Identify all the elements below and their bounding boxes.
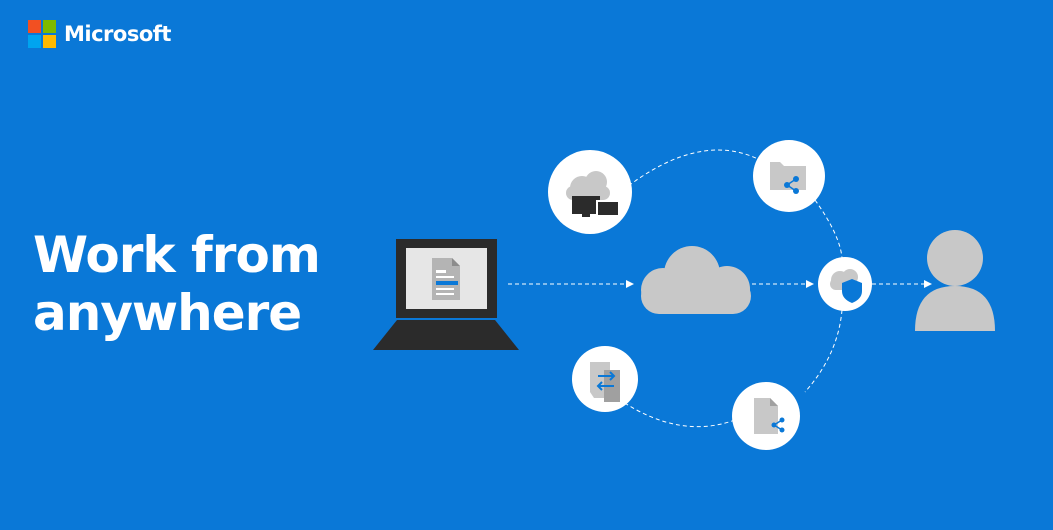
microsoft-logo-icon bbox=[28, 20, 56, 48]
microsoft-logo: Microsoft bbox=[28, 20, 171, 48]
headline-line-1: Work from bbox=[33, 226, 321, 284]
connector-arc-top bbox=[622, 149, 761, 191]
laptop-document-icon bbox=[373, 239, 519, 350]
cloud-devices-icon bbox=[548, 150, 632, 234]
connector-lines bbox=[508, 149, 932, 428]
connector-arc-right-top bbox=[814, 199, 843, 259]
connector-arc-right-bottom bbox=[804, 309, 843, 393]
headline-line-2: anywhere bbox=[33, 284, 302, 342]
cloud-icon bbox=[641, 246, 751, 314]
shared-document-icon bbox=[732, 382, 800, 450]
cloud-security-shield-icon bbox=[818, 257, 872, 311]
headline: Work from anywhere bbox=[33, 226, 321, 342]
file-transfer-icon bbox=[572, 346, 638, 412]
shared-folder-icon bbox=[753, 140, 825, 212]
user-icon bbox=[915, 230, 995, 331]
connector-arc-bottom bbox=[619, 399, 736, 428]
brand-name: Microsoft bbox=[64, 22, 171, 46]
